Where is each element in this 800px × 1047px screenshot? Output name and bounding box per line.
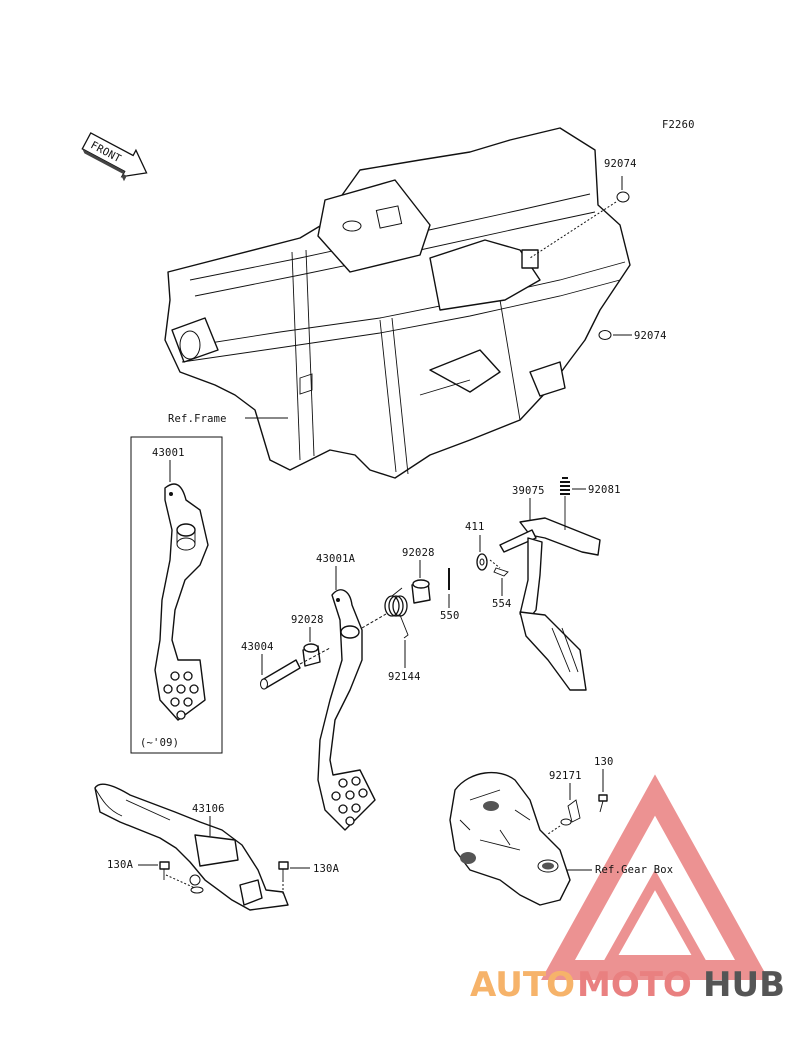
label-92081: 92081 [588, 484, 621, 496]
frame-drawing [164, 127, 631, 479]
variant-box [130, 436, 223, 754]
label-92028-b: 92028 [291, 614, 324, 626]
watermark-part-moto: MOTO [577, 965, 692, 1005]
bushing-92028-lower [302, 643, 321, 667]
figure-code: F2260 [662, 119, 695, 131]
label-92074-mid: 92074 [634, 330, 667, 342]
label-43001: 43001 [152, 447, 185, 459]
brake-pedal-43001A [317, 589, 376, 831]
bolt-130 [598, 794, 608, 813]
label-554: 554 [492, 598, 512, 610]
year-note: (~'09) [140, 737, 179, 749]
grommet-92074-top [616, 191, 630, 203]
bushing-92028-upper [411, 579, 431, 604]
label-92144: 92144 [388, 671, 421, 683]
bolt-130A-right [278, 861, 289, 895]
watermark-part-hub: HUB [703, 965, 785, 1005]
label-550: 550 [440, 610, 460, 622]
bolt-130A-left [159, 861, 196, 889]
watermark-logo [541, 774, 769, 980]
label-130A-left: 130A [107, 859, 134, 871]
grommet-92074-mid [598, 330, 612, 340]
label-92028-a: 92028 [402, 547, 435, 559]
parking-brake-lever-43106 [94, 783, 289, 911]
clip-554 [489, 559, 509, 577]
front-arrow-icon: FRONT [81, 132, 148, 182]
pin-92171 [547, 799, 581, 835]
throttle-pedal-39075 [499, 517, 601, 691]
spring-92081 [560, 477, 570, 530]
label-43001A: 43001A [316, 553, 356, 565]
gear-box-drawing [449, 771, 571, 906]
label-411: 411 [465, 521, 485, 533]
brake-pedal-43001 [154, 483, 209, 721]
label-43106: 43106 [192, 803, 225, 815]
shaft-43004 [260, 647, 331, 690]
spring-92144 [384, 587, 409, 639]
watermark-text: AUTO MOTO HUB [470, 965, 785, 1005]
label-43004: 43004 [241, 641, 274, 653]
label-130: 130 [594, 756, 614, 768]
label-92074-top: 92074 [604, 158, 637, 170]
washer-411 [476, 553, 488, 571]
watermark-part-auto: AUTO [470, 965, 575, 1005]
label-92171: 92171 [549, 770, 582, 782]
label-39075: 39075 [512, 485, 545, 497]
label-ref-gear-box: Ref.Gear Box [595, 864, 673, 876]
label-130A-right: 130A [313, 863, 340, 875]
label-ref-frame: Ref.Frame [168, 413, 227, 425]
